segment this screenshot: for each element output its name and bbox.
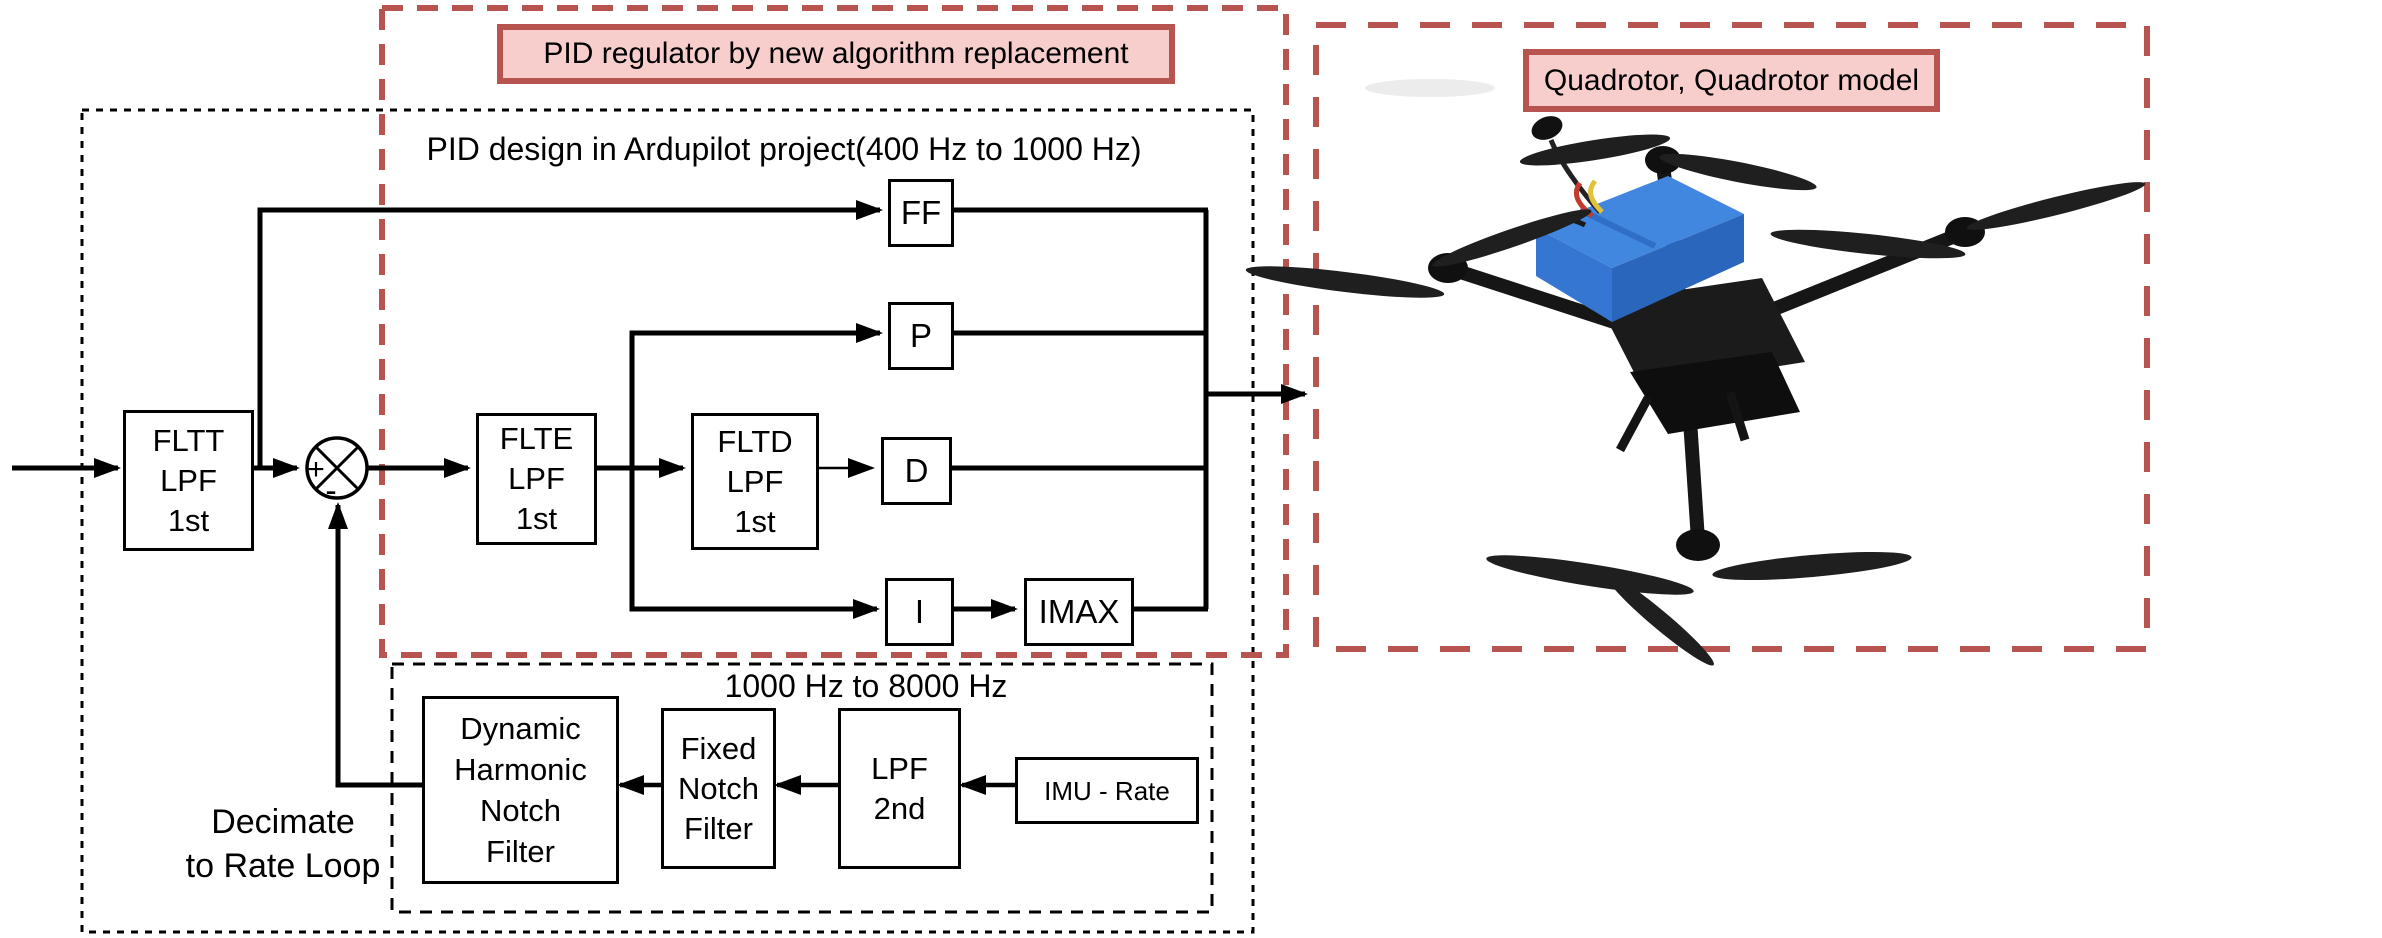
block-fltt-lpf: FLTT LPF 1st xyxy=(123,410,254,551)
block-i: I xyxy=(885,578,954,646)
ardupilot-title: PID design in Ardupilot project(400 Hz t… xyxy=(426,131,1142,167)
block-fixed-notch: Fixed Notch Filter xyxy=(661,708,776,869)
feedback-rate-title: 1000 Hz to 8000 Hz xyxy=(724,668,1008,704)
line-i-branch xyxy=(629,468,880,619)
line-feedback-to-sum xyxy=(328,502,422,788)
block-lpf-2nd: LPF 2nd xyxy=(838,708,961,869)
drone xyxy=(1245,79,2146,666)
block-ff-label: FF xyxy=(900,194,942,231)
drone-frame-lower xyxy=(1630,352,1800,434)
block-d: D xyxy=(881,437,952,505)
sum-minus-label: - xyxy=(325,472,336,510)
block-fltd-line1: FLTD xyxy=(717,423,793,459)
block-lpf2-line2: 2nd xyxy=(873,790,926,826)
drone-wire-yellow xyxy=(1588,179,1604,214)
drone-antenna-cap xyxy=(1531,116,1563,140)
photo-artifact xyxy=(1365,79,1495,97)
block-fltd-line2: LPF xyxy=(726,463,784,499)
block-p: P xyxy=(888,302,954,370)
feedback-dashed-box xyxy=(390,662,1214,914)
pid-replacement-label-text: PID regulator by new algorithm replaceme… xyxy=(543,37,1129,70)
block-flte-line2: LPF xyxy=(508,461,565,496)
outer-dashed-box xyxy=(80,108,1255,934)
block-fltt-line3: 1st xyxy=(167,502,210,538)
sum-junction-cross xyxy=(314,445,360,491)
block-lpf2-line1: LPF xyxy=(871,750,928,786)
quadrotor-label: Quadrotor, Quadrotor model xyxy=(1523,49,1940,112)
block-fnf-line2: Notch xyxy=(678,770,759,806)
sum-plus-label: + xyxy=(307,453,325,486)
drone-landing-gear xyxy=(1616,390,1750,453)
block-dhnf-line1: Dynamic xyxy=(460,711,581,746)
block-fnf-line3: Filter xyxy=(684,810,753,846)
decimate-note-line2: to Rate Loop xyxy=(185,847,381,885)
block-dynamic-harmonic-notch: Dynamic Harmonic Notch Filter xyxy=(422,696,619,884)
quadrotor-label-text: Quadrotor, Quadrotor model xyxy=(1543,63,1920,97)
pid-replacement-label: PID regulator by new algorithm replaceme… xyxy=(497,24,1175,84)
block-imu-rate: IMU - Rate xyxy=(1015,757,1199,824)
block-dhnf-line3: Notch xyxy=(480,793,561,828)
drone-battery xyxy=(1536,176,1744,322)
block-imu-rate-label: IMU - Rate xyxy=(1044,775,1170,806)
block-flte-line1: FLTE xyxy=(499,421,574,456)
block-dhnf-line2: Harmonic xyxy=(454,752,587,787)
block-fltd-lpf: FLTD LPF 1st xyxy=(691,413,819,550)
pid-replacement-dashed-box xyxy=(379,5,1289,658)
block-flte-line3: 1st xyxy=(515,501,558,536)
decimate-note: Decimate to Rate Loop xyxy=(186,800,381,888)
block-d-label: D xyxy=(904,452,929,489)
block-ff: FF xyxy=(888,179,954,247)
line-ff-branch xyxy=(257,200,883,468)
block-dhnf-line4: Filter xyxy=(486,834,555,869)
block-fltd-line3: 1st xyxy=(734,503,776,539)
drone-propellers xyxy=(1245,134,2146,666)
drone-motor-bottom xyxy=(1676,529,1720,561)
block-fltt-line1: FLTT xyxy=(152,422,225,458)
sum-junction: + - xyxy=(305,436,369,510)
block-fltt-line2: LPF xyxy=(160,462,217,498)
block-imax-label: IMAX xyxy=(1038,593,1120,630)
block-flte-lpf: FLTE LPF 1st xyxy=(476,413,597,545)
block-imax: IMAX xyxy=(1024,578,1134,646)
block-p-label: P xyxy=(909,317,932,354)
line-p-branch xyxy=(629,323,883,468)
decimate-note-line1: Decimate xyxy=(211,803,355,841)
block-i-label: I xyxy=(914,593,925,630)
block-fnf-line1: Fixed xyxy=(680,730,757,766)
